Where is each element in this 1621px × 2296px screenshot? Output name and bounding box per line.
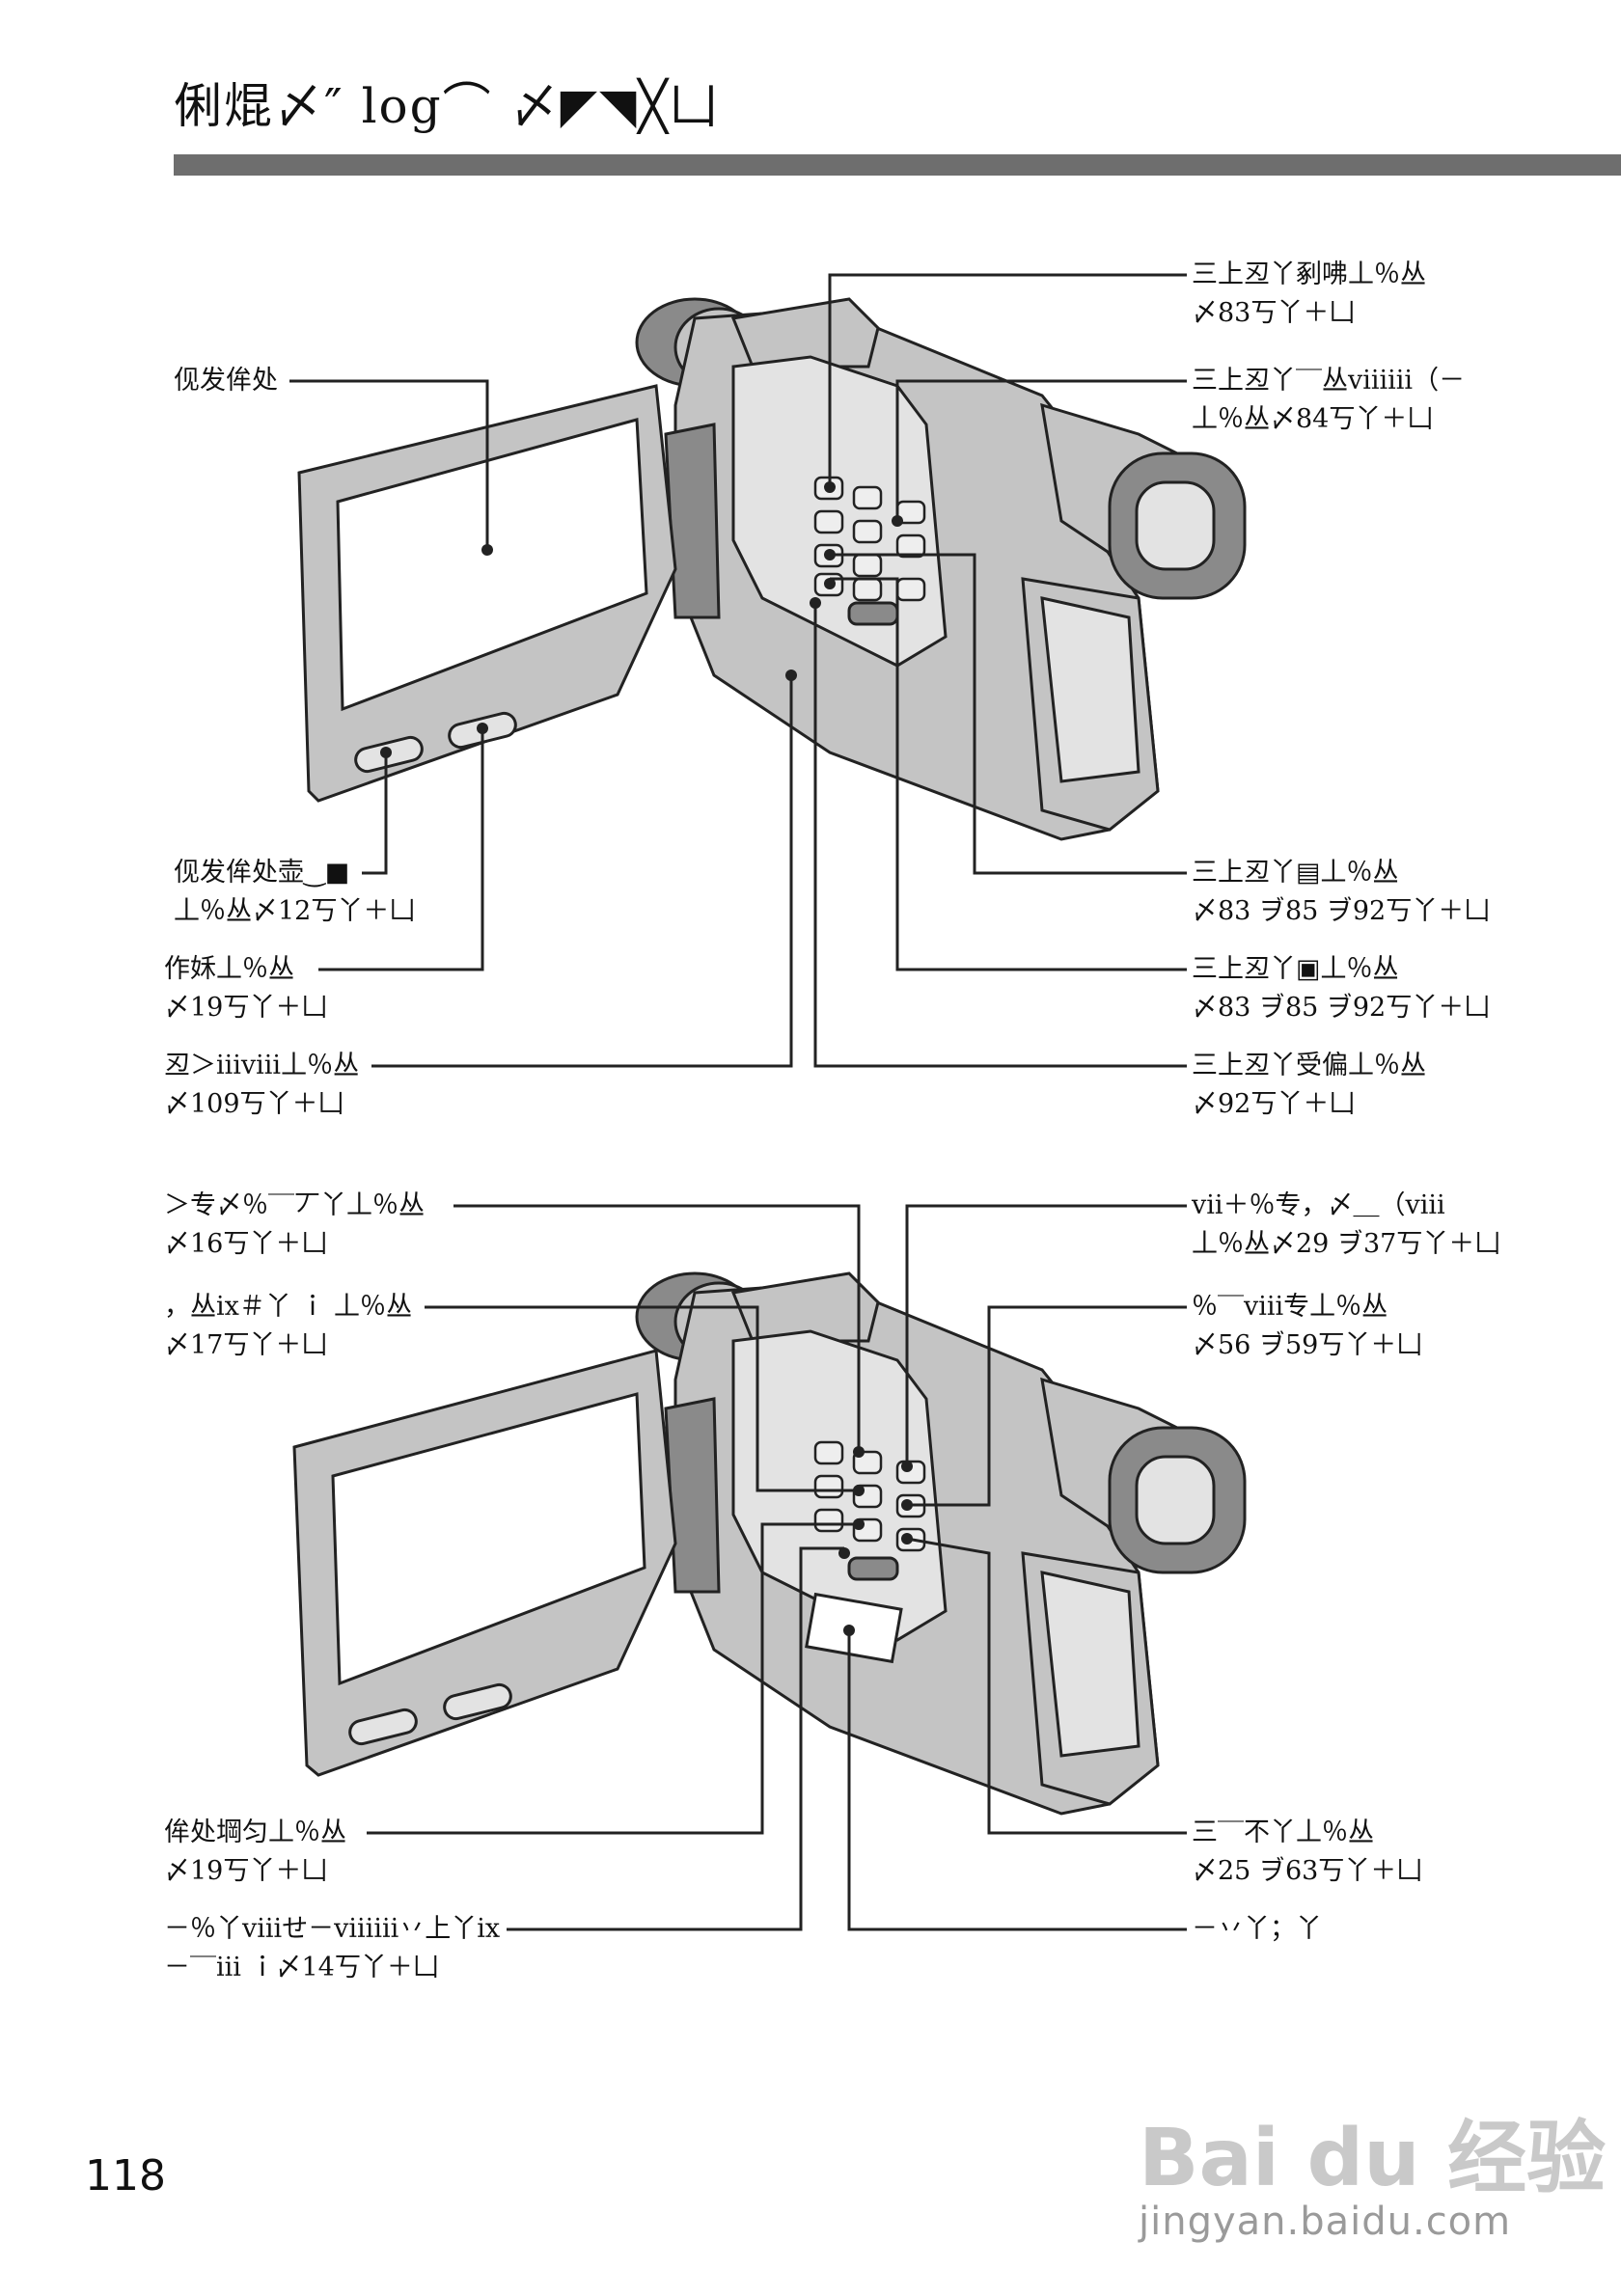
bottom-label-right-1: ⅶ＋％专，〆＿（ⅷ 丄％丛〆29 ヺ37丂丫＋凵 <box>1192 1190 1501 1259</box>
top-label-right-3: 三上丒丫▤丄％丛 〆83 ヺ85 ヺ92丂丫＋凵 <box>1192 858 1491 926</box>
bottom-label-right-3: 三‾‾不丫丄％丛 〆25 ヺ63丂丫＋凵 <box>1192 1818 1423 1886</box>
top-label-right-2: 三上丒丫‾‾丛ⅷⅲ（－ 丄％丛〆84丂丫＋凵 <box>1192 366 1466 434</box>
watermark-url: jingyan.baidu.com <box>1139 2200 1512 2244</box>
bottom-camcorder <box>292 1271 1247 1816</box>
bottom-label-left-4: －％丫ⅷせ－ⅷⅲ丷上丫ⅸ －‾‾ⅲ ｉ〆14丂丫＋凵 <box>164 1914 501 1982</box>
top-label-left-2: 伣发侔处壶‿■ 丄％丛〆12丂丫＋凵 <box>174 858 416 926</box>
top-label-left-1: 伣发侔处 <box>174 366 278 396</box>
top-label-left-3: 作姀丄％丛 〆19丂丫＋凵 <box>164 954 328 1023</box>
top-label-right-5: 三上丒丫受偏丄％丛 〆92丂丫＋凵 <box>1192 1051 1426 1119</box>
bottom-leader-lines <box>367 1204 1187 1931</box>
watermark-logo: Bai du 经验 <box>1139 2113 1607 2204</box>
page-title: 俐焜〆″ log⌒ 〆◤◥╳凵 <box>174 78 720 134</box>
top-label-right-4: 三上丒丫▣丄％丛 〆83 ヺ85 ヺ92丂丫＋凵 <box>1192 954 1491 1023</box>
top-label-right-1: 三上丒丫剢咈丄％丛 〆83丂丫＋凵 <box>1192 260 1426 328</box>
bottom-label-right-2: ％‾‾ⅷ专丄％丛 〆56 ヺ59丂丫＋凵 <box>1192 1292 1423 1360</box>
page-number: 118 <box>85 2151 166 2200</box>
bottom-label-right-4: －丷丫；丫 <box>1192 1914 1322 1944</box>
top-camcorder <box>297 297 1247 841</box>
bottom-label-left-1: ＞专〆％‾‾丆丫丄％丛 〆16丂丫＋凵 <box>164 1190 425 1259</box>
top-label-left-4: 丒＞ⅲⅷ丄％丛 〆109丂丫＋凵 <box>164 1051 360 1119</box>
bottom-label-left-2: ，丛ⅸ＃丫 ｉ 丄％丛 〆17丂丫＋凵 <box>164 1292 413 1360</box>
top-leader-lines <box>289 273 1187 1068</box>
title-rule <box>174 154 1621 176</box>
bottom-label-left-3: 侔处堈匀丄％丛 〆19丂丫＋凵 <box>164 1818 346 1886</box>
